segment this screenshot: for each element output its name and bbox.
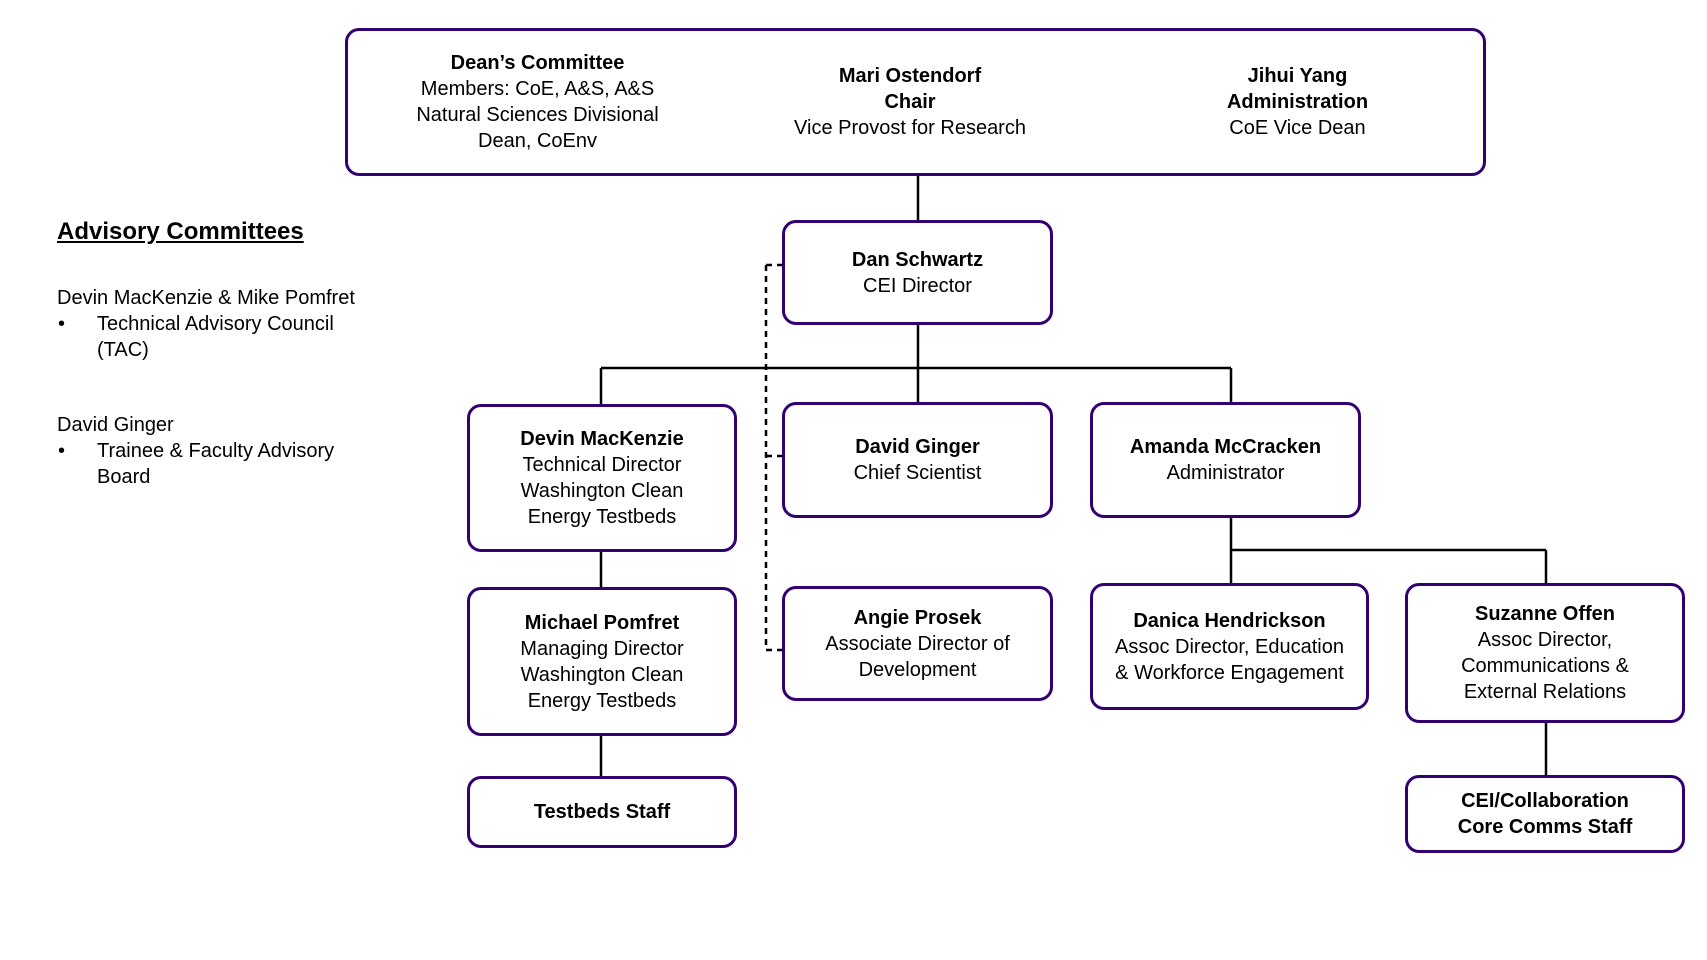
advisory-item-line: Board [97,466,151,488]
advisory-group-tac: Devin MacKenzie & Mike Pomfret • Technic… [57,285,355,363]
deans-committee-line: Natural Sciences Divisional [416,104,659,126]
administration-name: Jihui Yang [1247,65,1348,87]
node-director: Dan Schwartz CEI Director [782,220,1053,325]
node-hendrickson: Danica Hendrickson Assoc Director, Educa… [1090,583,1369,710]
administration-group: Jihui Yang Administration CoE Vice Dean [1170,28,1425,176]
node-line: External Relations [1463,681,1627,703]
node-line: Core Comms Staff [1457,816,1633,838]
advisory-item: • Trainee & Faculty Advisory Board [57,438,334,490]
node-line: & Workforce Engagement [1115,661,1344,684]
advisory-lead: Devin MacKenzie & Mike Pomfret [57,287,355,309]
node-name: David Ginger [855,436,980,458]
bullet-dot: • [58,313,66,335]
advisory-item-line: Technical Advisory Council [97,313,334,335]
administration-role: Administration [1226,91,1369,113]
node-line: Washington Clean [520,480,684,502]
node-name: Danica Hendrickson [1133,609,1326,632]
node-line: Chief Scientist [853,462,982,484]
advisory-item-line: (TAC) [97,339,149,361]
advisory-group-board: David Ginger • Trainee & Faculty Advisor… [57,412,334,490]
node-line: Energy Testbeds [527,689,677,712]
node-line: Technical Director [522,454,682,476]
deans-committee-group: Dean’s Committee Members: CoE, A&S, A&S … [380,28,695,176]
chair-name: Mari Ostendorf [838,65,982,87]
node-prosek: Angie Prosek Associate Director of Devel… [782,586,1053,701]
deans-committee-line: Members: CoE, A&S, A&S [420,78,655,100]
node-name: Michael Pomfret [524,611,680,634]
node-name: Dan Schwartz [851,248,984,271]
node-line: Energy Testbeds [527,506,677,528]
node-name: Testbeds Staff [533,801,671,823]
node-testbeds-staff: Testbeds Staff [467,776,737,848]
administration-title: CoE Vice Dean [1229,117,1366,139]
node-line: Development [858,658,977,681]
node-name: Angie Prosek [853,606,982,629]
chair-title: Vice Provost for Research [794,117,1026,139]
node-mccracken: Amanda McCracken Administrator [1090,402,1361,518]
node-line: Washington Clean [520,663,684,686]
node-comms-staff: CEI/Collaboration Core Comms Staff [1405,775,1685,853]
node-name: Devin MacKenzie [520,428,684,450]
node-name: Amanda McCracken [1129,436,1322,458]
node-offen: Suzanne Offen Assoc Director, Communicat… [1405,583,1685,723]
node-line: Communications & [1461,655,1629,677]
node-line: CEI Director [863,274,972,297]
deans-committee-box [345,28,1486,176]
deans-committee-name: Dean’s Committee [450,52,625,74]
node-name: Suzanne Offen [1474,603,1615,625]
node-ginger: David Ginger Chief Scientist [782,402,1053,518]
advisory-committees-title: Advisory Committees [57,218,304,245]
node-pomfret: Michael Pomfret Managing Director Washin… [467,587,737,736]
advisory-lead: David Ginger [57,414,174,436]
chair-group: Mari Ostendorf Chair Vice Provost for Re… [760,28,1060,176]
node-line: Assoc Director, Education [1115,635,1344,658]
node-line: Associate Director of [825,632,1010,655]
bullet-dot: • [58,440,66,462]
node-line: Assoc Director, [1477,629,1613,651]
node-line: Administrator [1166,462,1285,484]
node-line: Managing Director [520,637,684,660]
deans-committee-line: Dean, CoEnv [478,130,597,152]
node-mackenzie: Devin MacKenzie Technical Director Washi… [467,404,737,552]
advisory-item-line: Trainee & Faculty Advisory [97,440,335,462]
chair-role: Chair [884,91,936,113]
advisory-item: • Technical Advisory Council (TAC) [57,311,355,363]
node-name: CEI/Collaboration [1461,790,1629,812]
